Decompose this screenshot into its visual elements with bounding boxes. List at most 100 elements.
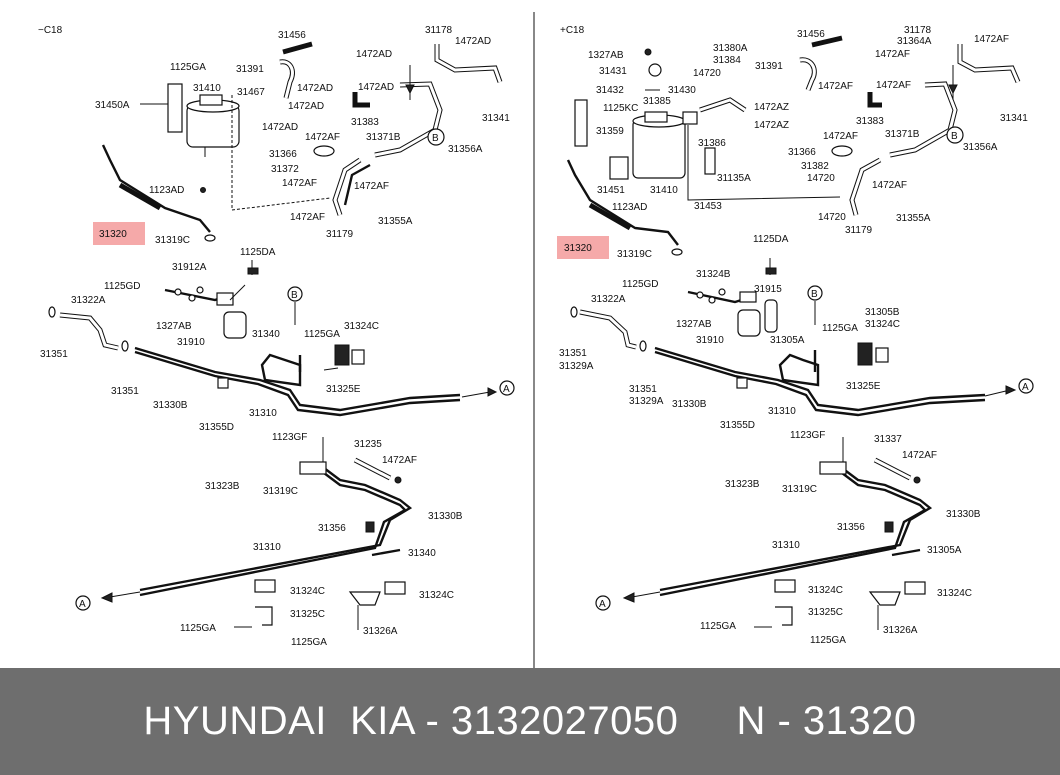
ref-b-marker-left-mid — [287, 286, 303, 302]
label-31910: 31910 — [696, 335, 724, 346]
label-31910: 31910 — [177, 337, 205, 348]
label-1472AF: 1472AF — [282, 178, 317, 189]
svg-text:A: A — [599, 599, 606, 610]
ref-a-marker-left-bottom — [75, 595, 91, 611]
label-1472AF: 1472AF — [354, 181, 389, 192]
label-31323B: 31323B — [725, 479, 760, 490]
label-31310: 31310 — [249, 408, 277, 419]
ref-b-marker-left-top — [427, 128, 445, 146]
label-31324C: 31324C — [290, 586, 325, 597]
label-31330B: 31330B — [672, 399, 707, 410]
label-31391: 31391 — [755, 61, 783, 72]
canister-31410 — [140, 83, 240, 157]
label-31453: 31453 — [694, 201, 722, 212]
label-1472AF: 1472AF — [818, 81, 853, 92]
label-31351: 31351 — [40, 349, 68, 360]
label-31337: 31337 — [874, 434, 902, 445]
label-1125GA: 1125GA — [700, 621, 736, 632]
svg-text:B: B — [951, 131, 958, 142]
label-31178: 31178 — [425, 25, 453, 36]
label-31366: 31366 — [788, 147, 816, 158]
label-31355D: 31355D — [720, 420, 755, 431]
label-31325C: 31325C — [808, 607, 843, 618]
label-14720: 14720 — [818, 212, 846, 223]
label-31386: 31386 — [698, 138, 726, 149]
label-1472AF: 1472AF — [382, 455, 417, 466]
label-31371B: 31371B — [885, 129, 920, 140]
label-31310: 31310 — [768, 406, 796, 417]
label-31322A: 31322A — [71, 295, 106, 306]
ref-b-marker-right-top — [946, 126, 964, 144]
label-31305A: 31305A — [770, 335, 805, 346]
label-1472AF: 1472AF — [875, 49, 910, 60]
label-31456: 31456 — [797, 29, 825, 40]
label-1123AD: 1123AD — [149, 185, 184, 196]
label-31410: 31410 — [650, 185, 678, 196]
label-31391: 31391 — [236, 64, 264, 75]
svg-text:B: B — [432, 133, 439, 144]
label-31383: 31383 — [351, 117, 379, 128]
label-31380A: 31380A — [713, 43, 748, 54]
label-1472AF: 1472AF — [974, 34, 1009, 45]
ref-b-marker-right-mid — [807, 285, 823, 301]
highlight-31320-right — [557, 236, 609, 259]
label-31431: 31431 — [599, 66, 627, 77]
label-31235: 31235 — [354, 439, 382, 450]
label-31382: 31382 — [801, 161, 829, 172]
label-31359: 31359 — [596, 126, 624, 137]
label-14720: 14720 — [807, 173, 835, 184]
label-31372: 31372 — [271, 164, 299, 175]
label-1125GD: 1125GD — [622, 279, 659, 290]
label-31324C: 31324C — [865, 319, 900, 330]
label-31329A: 31329A — [559, 361, 594, 372]
label-31135A: 31135A — [717, 173, 751, 184]
label-31326A: 31326A — [883, 625, 918, 636]
label-31319C: 31319C — [617, 249, 652, 260]
label-1327AB: 1327AB — [588, 50, 624, 61]
label-1472AD: 1472AD — [358, 82, 394, 93]
label-1472AD: 1472AD — [297, 83, 333, 94]
label-31325E: 31325E — [326, 384, 361, 395]
label-31371B: 31371B — [366, 132, 401, 143]
label-31320: 31320 — [564, 243, 592, 254]
label-31179: 31179 — [326, 229, 354, 240]
left-panel: −C18 B — [38, 25, 515, 648]
label-31179: 31179 — [845, 225, 873, 236]
fuel-line-diagram: −C18 B — [38, 12, 1034, 668]
label-31325E: 31325E — [846, 381, 881, 392]
label-31450A: 31450A — [95, 100, 130, 111]
label-31383: 31383 — [856, 116, 884, 127]
label-31310: 31310 — [772, 540, 800, 551]
left-variant-label: −C18 — [38, 25, 63, 36]
right-part-labels: 1327AB 31431 31432 1125KC 31359 31385 31… — [559, 25, 1028, 646]
label-31319C: 31319C — [263, 486, 298, 497]
label-31356A: 31356A — [448, 144, 483, 155]
label-31432: 31432 — [596, 85, 624, 96]
label-1123GF: 1123GF — [272, 432, 307, 443]
label-1125GA: 1125GA — [810, 635, 846, 646]
label-31319C: 31319C — [782, 484, 817, 495]
label-31355D: 31355D — [199, 422, 234, 433]
label-1327AB: 1327AB — [676, 319, 712, 330]
label-31385: 31385 — [643, 96, 671, 107]
right-panel: +C18 B — [557, 25, 1034, 646]
svg-text:B: B — [811, 289, 818, 300]
label-31305A: 31305A — [927, 545, 962, 556]
label-31329A: 31329A — [629, 396, 664, 407]
label-31323B: 31323B — [205, 481, 240, 492]
label-31341: 31341 — [482, 113, 510, 124]
label-31330B: 31330B — [428, 511, 463, 522]
label-1125KC: 1125KC — [603, 103, 638, 114]
label-31451: 31451 — [597, 185, 625, 196]
label-1472AF: 1472AF — [872, 180, 907, 191]
label-1123AD: 1123AD — [612, 202, 647, 213]
part-number-banner: HYUNDAI KIA - 3132027050 N - 31320 — [0, 668, 1060, 775]
label-31356: 31356 — [837, 522, 865, 533]
label-31340: 31340 — [252, 329, 280, 340]
label-31384: 31384 — [713, 55, 741, 66]
label-31324C: 31324C — [344, 321, 379, 332]
label-1125DA: 1125DA — [753, 234, 789, 245]
ref-a-marker-right-right — [1018, 378, 1034, 394]
label-1125DA: 1125DA — [240, 247, 276, 258]
